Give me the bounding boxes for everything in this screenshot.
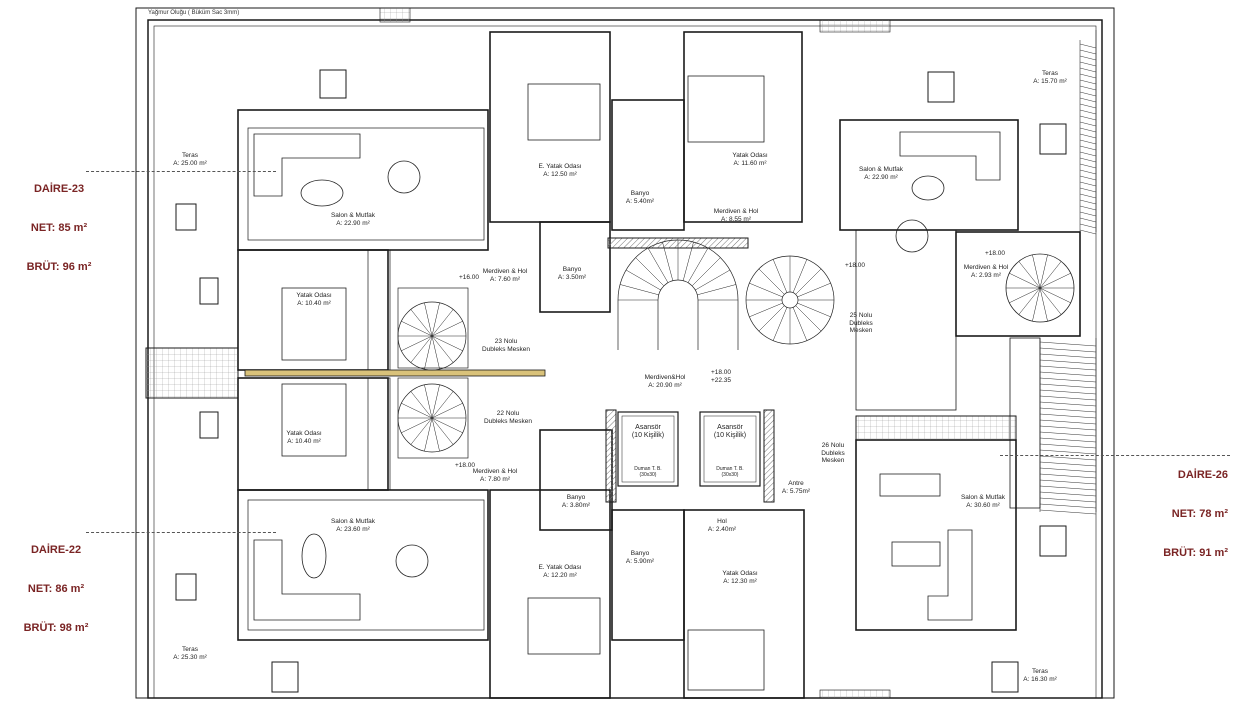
room-yatak-23: Yatak Odası A: 10.40 m² (296, 292, 332, 307)
room-salon-24: Salon & Mutfak A: 22.90 m² (858, 166, 904, 181)
room-antre: Antre A: 5.75m² (781, 480, 811, 495)
furniture-right (879, 131, 1075, 621)
room-teras-br: Teras A: 16.30 m² (1023, 668, 1057, 683)
room-teras-bl: Teras A: 25.30 m² (173, 646, 207, 661)
windows (175, 69, 1067, 693)
unit-net: NET: 85 m² (30, 222, 88, 234)
room-duman-2: Duman T. B. (30x30) (716, 466, 744, 478)
room-hol-b: Hol A: 2.40m² (707, 518, 737, 533)
sofa-22 (253, 533, 429, 621)
roof-grid-strip-bottom (819, 689, 891, 699)
room-banyo-l1: Banyo A: 3.50m² (557, 266, 587, 281)
unit-name: DAİRE-26 (1177, 469, 1228, 481)
callout-line-daire-26 (1000, 455, 1230, 456)
walkway-left (145, 347, 239, 399)
apartment-23-walls (237, 109, 489, 371)
room-banyo-l2: Banyo A: 3.80m² (561, 494, 591, 509)
room-banyo-c1: Banyo A: 5.40m² (625, 190, 655, 205)
unit-net: NET: 86 m² (27, 583, 85, 595)
unit-brut: BRÜT: 91 m² (1163, 547, 1228, 559)
main-stair-treads: (function(){ var g=document.currentScrip… (618, 240, 834, 344)
room-eyatak-bottom: E. Yatak Odası A: 12.20 m² (538, 564, 582, 579)
apartment-22-walls (237, 377, 489, 641)
room-merdiven-22: Merdiven & Hol A: 7.80 m² (472, 468, 518, 483)
room-teras-tr: Teras A: 15.70 m² (1033, 70, 1067, 85)
elevation-18-center: +18.00 (710, 369, 732, 376)
elevation-18-right: +18.00 (984, 250, 1006, 257)
spiral-stair-treads-left: (function(){ var g=document.currentScrip… (398, 302, 466, 452)
room-teras-tl: Teras A: 25.00 m² (173, 152, 207, 167)
room-salon-23: Salon & Mutfak A: 22.90 m² (330, 212, 376, 227)
unit-name: DAİRE-22 (30, 544, 82, 556)
core-hatch-right (763, 409, 775, 503)
room-yatak-22: Yatak Odası A: 10.40 m² (286, 430, 322, 445)
elevation-18-mid: +18.00 (844, 262, 866, 269)
spiral-treads-right: (function(){ var g=document.currentScrip… (1006, 254, 1074, 322)
unit-net: NET: 78 m² (1171, 508, 1228, 520)
room-merdiven-25: Merdiven & Hol A: 2.93 m² (963, 264, 1009, 279)
beds-center (527, 75, 765, 691)
room-asansor-1: Asansör (10 Kişilik) (631, 424, 665, 439)
room-dubleks-23: 23 Nolu Dubleks Mesken (481, 338, 531, 353)
room-yatak-26: Yatak Odası A: 12.30 m² (722, 570, 758, 585)
room-dubleks-25: 25 Nolu Dubleks Mesken (849, 312, 873, 334)
walkway-right (855, 415, 1017, 441)
core-hatch-left (605, 409, 617, 503)
roof-ribs-right (1039, 30, 1097, 512)
room-dubleks-22: 22 Nolu Dubleks Mesken (483, 410, 533, 425)
room-merdiven-main: Merdiven&Hol A: 20.90 m² (644, 374, 686, 389)
room-yatak-24: Yatak Odası A: 11.60 m² (732, 152, 768, 167)
sofa-23 (253, 133, 421, 207)
roof-grid-strip (819, 19, 891, 33)
elevation-16: +16.00 (458, 274, 480, 281)
unit-name: DAİRE-23 (33, 183, 85, 195)
callout-line-daire-22 (86, 532, 276, 533)
unit-label-daire-23: DAİRE-23 NET: 85 m² BRÜT: 96 m² (14, 157, 104, 287)
outer-walls (135, 7, 1115, 699)
unit-brut: BRÜT: 98 m² (23, 622, 89, 634)
elevation-2235: +22.35 (710, 377, 732, 384)
roof-rib-marks: (function(){ var g=document.currentScrip… (1039, 43, 1097, 515)
elevators (617, 411, 761, 487)
unit-label-daire-26: DAİRE-26 NET: 78 m² BRÜT: 91 m² (1130, 443, 1228, 573)
unit-brut: BRÜT: 96 m² (26, 261, 92, 273)
beds-left (281, 287, 347, 457)
unit-separator (244, 369, 546, 377)
unit-label-daire-22: DAİRE-22 NET: 86 m² BRÜT: 98 m² (8, 518, 104, 648)
room-dubleks-26: 26 Nolu Dubleks Mesken (821, 442, 845, 464)
callout-line-daire-23 (86, 171, 276, 172)
room-banyo-c2: Banyo A: 5.90m² (625, 550, 655, 565)
apartment-24-walls (839, 119, 1081, 411)
room-salon-26: Salon & Mutfak A: 30.60 m² (960, 494, 1006, 509)
room-merdiven-23: Merdiven & Hol A: 7.60 m² (482, 268, 528, 283)
room-asansor-2: Asansör (10 Kişilik) (713, 424, 747, 439)
room-eyatak-top: E. Yatak Odası A: 12.50 m² (538, 163, 582, 178)
roof-grid-strip-top-left (379, 7, 411, 23)
room-merdiven-24: Merdiven & Hol A: 8.55 m² (713, 208, 759, 223)
elevation-18-left: +18.00 (454, 462, 476, 469)
gutter-note: Yağmur Oluğu ( Büküm Sac 3mm) (148, 10, 240, 16)
room-salon-22: Salon & Mutfak A: 23.60 m² (330, 518, 376, 533)
room-duman-1: Duman T. B. (30x30) (634, 466, 662, 478)
